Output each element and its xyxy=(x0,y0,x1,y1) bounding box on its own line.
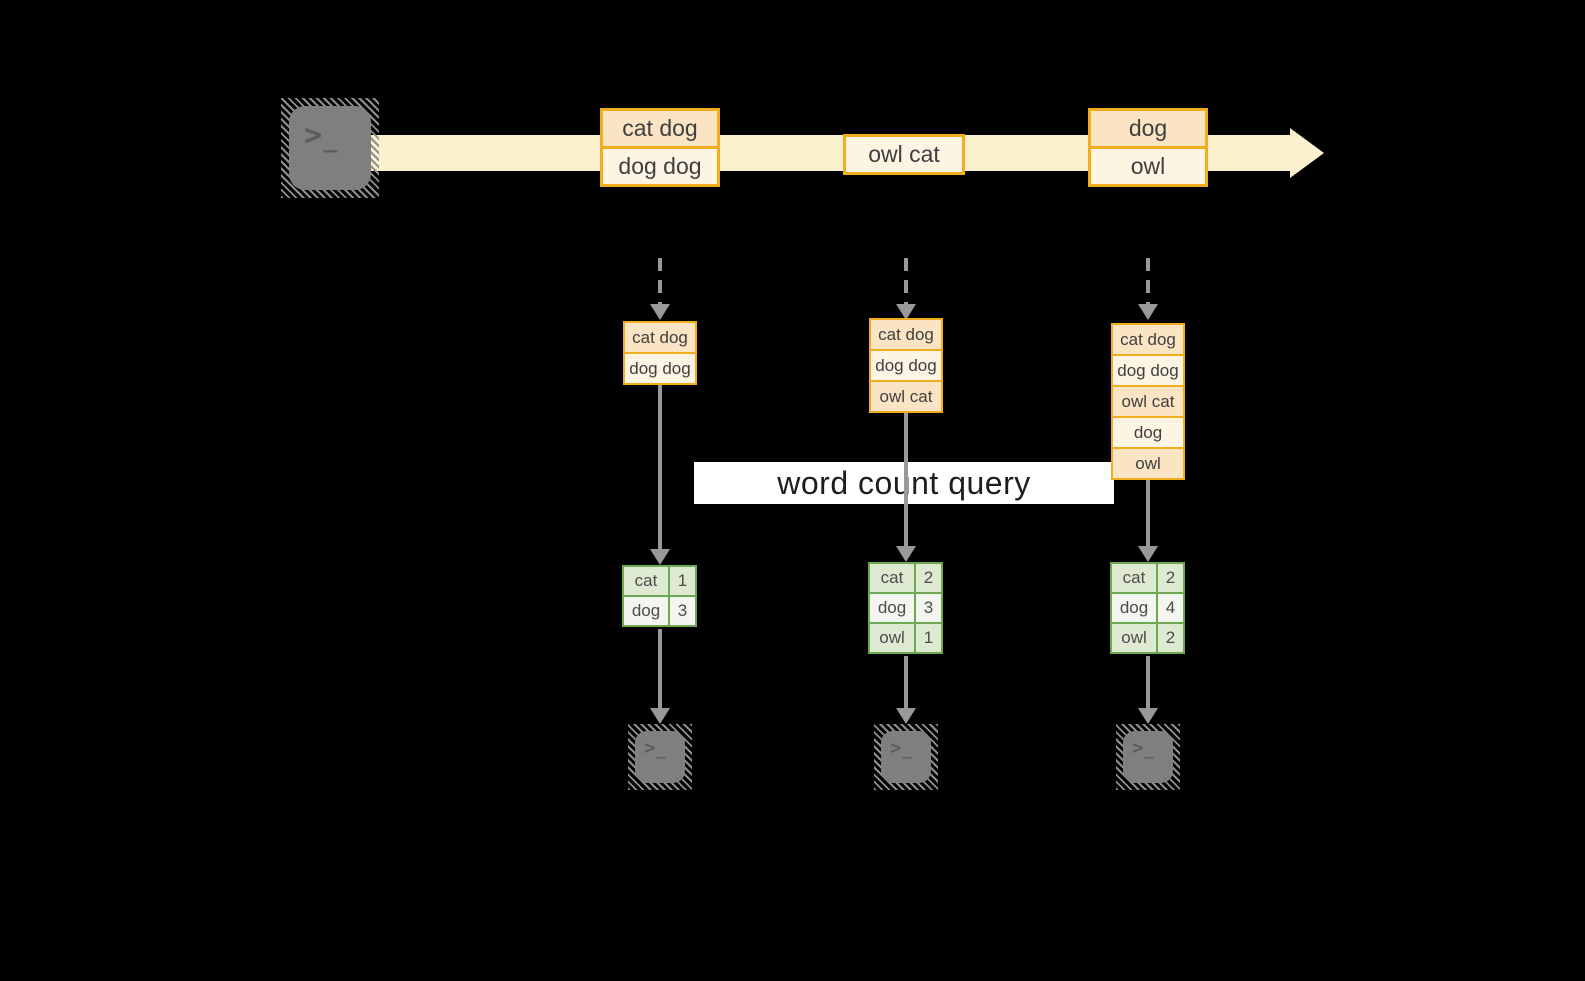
source-terminal-icon: > _ xyxy=(281,98,379,198)
prompt-chevron-icon: > xyxy=(644,737,656,759)
buffer-message: cat dog xyxy=(871,320,941,349)
count-value: 4 xyxy=(1158,594,1183,622)
buffer-stack-3: cat dog dog dog owl cat dog owl xyxy=(1111,323,1185,480)
sink-terminal-icon-3: > _ xyxy=(1116,724,1180,790)
stream-message: dog xyxy=(1091,111,1205,146)
count-word: owl xyxy=(1112,624,1156,652)
arrowhead-icon xyxy=(650,304,670,320)
buffer-message: dog xyxy=(1113,418,1183,447)
stream-message: cat dog xyxy=(603,111,717,146)
arrow-line xyxy=(904,656,908,708)
dashed-arrow-line xyxy=(658,258,662,306)
count-value: 2 xyxy=(916,564,941,592)
arrowhead-icon xyxy=(1138,708,1158,724)
count-value: 1 xyxy=(670,567,695,595)
buffer-message: owl cat xyxy=(1113,387,1183,416)
buffer-message: cat dog xyxy=(1113,325,1183,354)
buffer-stack-2: cat dog dog dog owl cat xyxy=(869,318,943,413)
count-table-1: cat 1 dog 3 xyxy=(622,565,697,627)
count-word: cat xyxy=(1112,564,1156,592)
prompt-chevron-icon: > xyxy=(304,118,323,153)
buffer-message: dog dog xyxy=(625,354,695,383)
count-word: dog xyxy=(624,597,668,625)
count-table-2: cat 2 dog 3 owl 1 xyxy=(868,562,943,654)
buffer-message: owl cat xyxy=(871,382,941,411)
prompt-chevron-icon: > xyxy=(890,737,902,759)
arrow-line xyxy=(904,413,908,546)
prompt-cursor-icon: _ xyxy=(902,741,912,759)
dashed-arrow-line xyxy=(1146,258,1150,306)
arrow-line xyxy=(658,629,662,708)
count-value: 3 xyxy=(670,597,695,625)
terminal-prompt-icon: > _ xyxy=(1123,731,1173,783)
count-value: 1 xyxy=(916,624,941,652)
count-word: owl xyxy=(870,624,914,652)
buffer-stack-1: cat dog dog dog xyxy=(623,321,697,385)
count-word: dog xyxy=(870,594,914,622)
prompt-chevron-icon: > xyxy=(1132,737,1144,759)
arrowhead-icon xyxy=(896,304,916,320)
buffer-message: dog dog xyxy=(1113,356,1183,385)
stream-band-arrowhead-icon xyxy=(1290,128,1324,178)
prompt-cursor-icon: _ xyxy=(323,125,338,153)
count-value: 3 xyxy=(916,594,941,622)
count-value: 2 xyxy=(1158,624,1183,652)
arrowhead-icon xyxy=(1138,304,1158,320)
count-value: 2 xyxy=(1158,564,1183,592)
count-word: cat xyxy=(870,564,914,592)
prompt-cursor-icon: _ xyxy=(656,741,666,759)
buffer-message: dog dog xyxy=(871,351,941,380)
arrowhead-icon xyxy=(896,546,916,562)
stream-event-2: owl cat xyxy=(843,134,965,175)
arrowhead-icon xyxy=(650,549,670,565)
arrowhead-icon xyxy=(896,708,916,724)
dashed-arrow-line xyxy=(904,258,908,306)
terminal-prompt-icon: > _ xyxy=(289,106,371,190)
prompt-cursor-icon: _ xyxy=(1144,741,1154,759)
arrowhead-icon xyxy=(650,708,670,724)
arrowhead-icon xyxy=(1138,546,1158,562)
arrow-line xyxy=(658,385,662,549)
stream-event-1: cat dog dog dog xyxy=(600,108,720,187)
buffer-message: owl xyxy=(1113,449,1183,478)
buffer-message: cat dog xyxy=(625,323,695,352)
stream-message: dog dog xyxy=(603,149,717,184)
terminal-prompt-icon: > _ xyxy=(635,731,685,783)
query-banner-label: word count query xyxy=(777,464,1031,501)
arrow-line xyxy=(1146,656,1150,708)
sink-terminal-icon-1: > _ xyxy=(628,724,692,790)
count-word: dog xyxy=(1112,594,1156,622)
arrow-line xyxy=(1146,480,1150,546)
stream-event-3: dog owl xyxy=(1088,108,1208,187)
count-table-3: cat 2 dog 4 owl 2 xyxy=(1110,562,1185,654)
stream-message: owl cat xyxy=(846,137,962,172)
sink-terminal-icon-2: > _ xyxy=(874,724,938,790)
count-word: cat xyxy=(624,567,668,595)
stream-message: owl xyxy=(1091,149,1205,184)
terminal-prompt-icon: > _ xyxy=(881,731,931,783)
